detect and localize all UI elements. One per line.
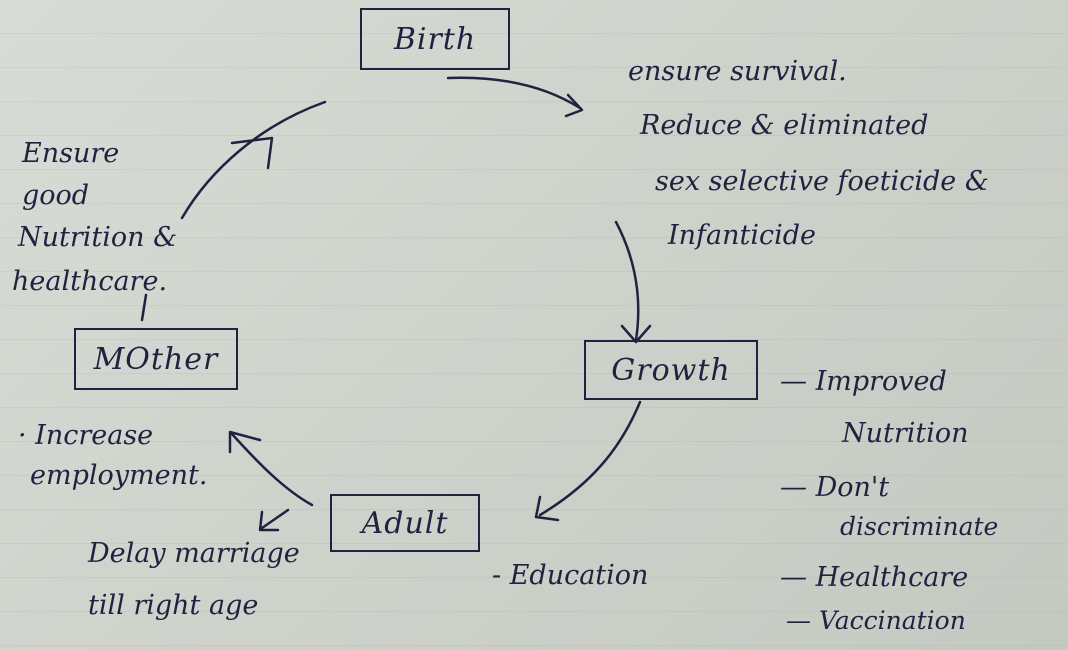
note-growth-2b: discriminate <box>840 512 999 541</box>
note-mother-1: Ensure <box>22 138 120 169</box>
arrow-birth-to-notes <box>446 76 582 110</box>
note-growth-1b: Nutrition <box>842 418 969 449</box>
note-adult-right: - Education <box>492 560 649 591</box>
node-adult: Adult <box>330 494 480 552</box>
note-mother-3: Nutrition & <box>18 222 178 253</box>
note-birth-4: Infanticide <box>668 220 817 251</box>
node-mother: MOther <box>74 328 238 390</box>
note-mother-4: healthcare. <box>12 266 168 297</box>
note-birth-2: Reduce & eliminated <box>640 110 929 141</box>
note-adult-below-2: till right age <box>88 590 259 621</box>
node-birth-label: Birth <box>393 21 477 57</box>
node-birth: Birth <box>360 8 510 70</box>
arrowhead-adult-to-mother <box>228 430 262 454</box>
arrowhead-to-growth <box>620 324 652 344</box>
arrow-notes-to-birth <box>180 100 327 220</box>
note-adult-left-2: employment. <box>30 460 208 491</box>
note-adult-left-1: · Increase <box>18 420 154 451</box>
note-adult-below-1: Delay marriage <box>88 538 300 569</box>
arrow-to-growth <box>614 220 640 342</box>
node-growth: Growth <box>584 340 758 400</box>
node-growth-label: Growth <box>611 352 731 388</box>
note-growth-1a: — Improved <box>780 366 947 397</box>
arrowhead-birth-to-notes <box>564 93 584 118</box>
note-growth-4: — Vaccination <box>786 606 966 635</box>
node-mother-label: MOther <box>93 341 219 377</box>
arrow-mother-up <box>140 293 148 322</box>
note-mother-2: good <box>22 180 90 211</box>
arrowhead-growth-to-adult <box>534 495 560 522</box>
node-adult-label: Adult <box>361 505 449 541</box>
arrow-adult-to-mother <box>230 432 314 507</box>
arrowhead-notes-to-birth <box>230 136 274 170</box>
note-birth-3: sex selective foeticide & <box>655 166 989 197</box>
note-growth-2a: — Don't <box>780 472 890 503</box>
arrowhead-adult-to-marriage <box>258 510 280 532</box>
note-birth-1: ensure survival. <box>628 56 847 87</box>
arrow-growth-to-adult <box>538 400 642 517</box>
arrow-adult-to-marriage <box>260 508 290 530</box>
note-growth-3: — Healthcare <box>780 562 969 593</box>
